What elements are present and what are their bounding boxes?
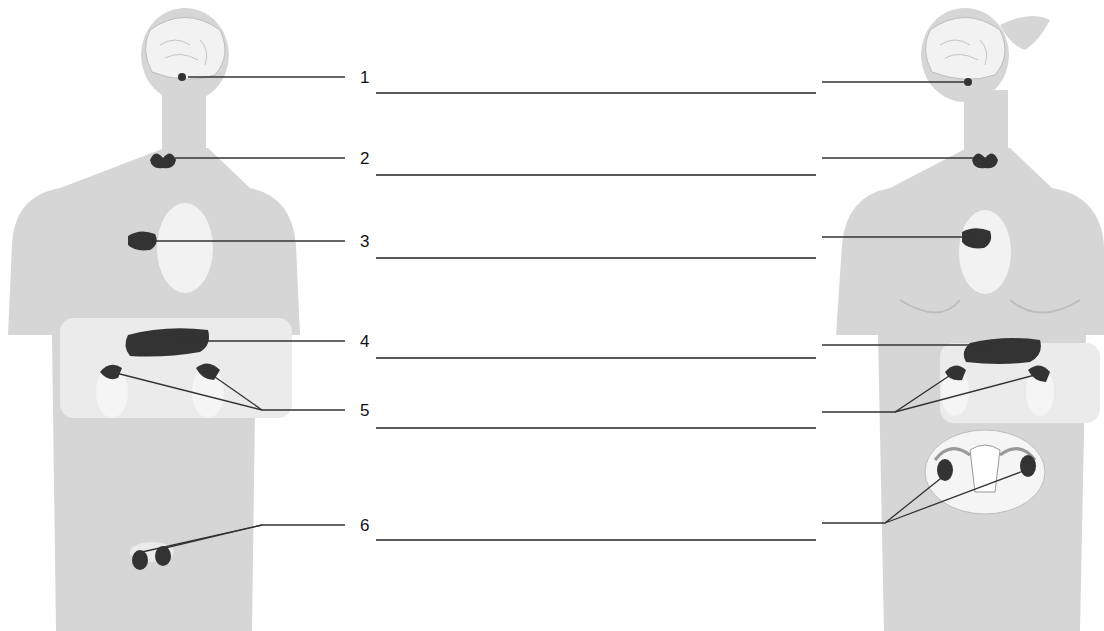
- male-figure: [8, 8, 300, 631]
- callout-number: 4: [360, 333, 369, 350]
- callout-number: 5: [360, 402, 369, 419]
- callout-number: 3: [360, 233, 369, 250]
- answer-lines: [376, 93, 816, 540]
- female-figure: [836, 8, 1104, 631]
- callout-number: 1: [360, 69, 369, 86]
- leader-lines: [112, 77, 1035, 552]
- callout-number: 2: [360, 150, 369, 167]
- callout-number: 6: [360, 517, 369, 534]
